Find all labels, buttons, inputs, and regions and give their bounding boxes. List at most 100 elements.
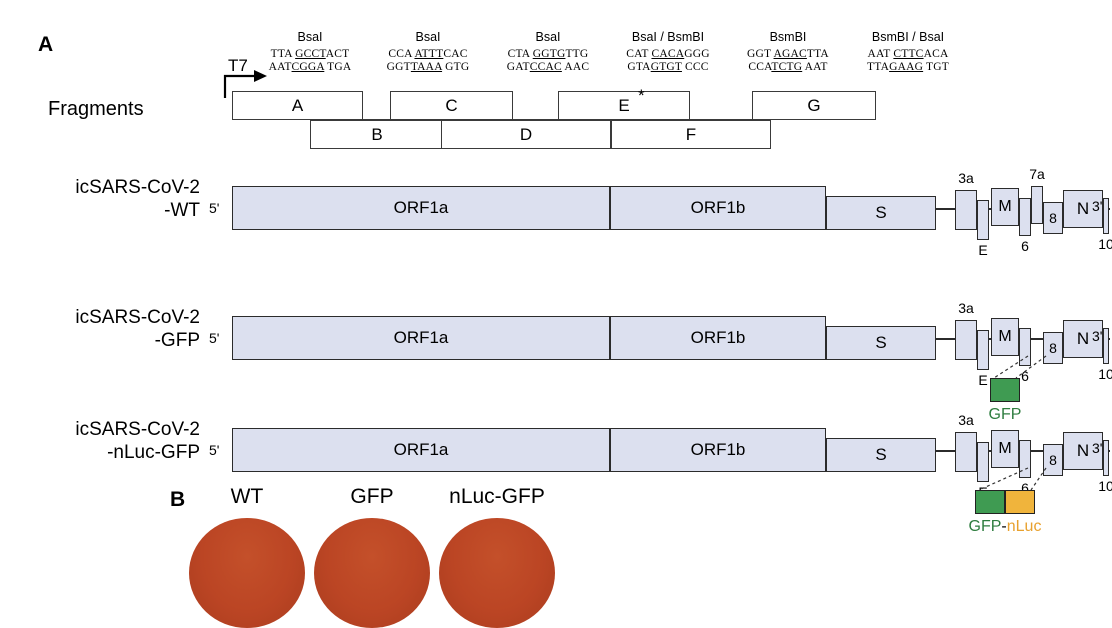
insert-caption-gfp: GFP [988, 406, 1022, 423]
orf-label-orf6: 6 [1021, 480, 1029, 496]
orf-box-orf6 [1019, 198, 1031, 236]
enzyme-label: BsaI [415, 30, 441, 44]
panel-a-label: A [38, 33, 54, 56]
sequence-top-strand: CTA GGTGTTG [507, 48, 589, 60]
orf-label-n: N [1076, 199, 1090, 218]
orf-box-orf1b [610, 316, 826, 360]
enzyme-label: BsmBI / BsaI [871, 30, 945, 44]
insert-leader-lines [978, 467, 1047, 491]
sequence-top-strand: TTA GCCTACT [270, 48, 350, 60]
five-prime-label: 5' [209, 200, 220, 216]
orf-box-n [1063, 432, 1103, 470]
fragment-box-f: F [611, 120, 771, 149]
orf-label-m: M [998, 328, 1012, 345]
sequence-bottom-strand: TTAGAAG TGT [867, 60, 949, 73]
genome-label-nluc-gfp: icSARS-CoV-2-nLuc-GFP [10, 418, 200, 464]
genome-label-gfp: icSARS-CoV-2-GFP [10, 306, 200, 352]
insert-box-nluc [1005, 490, 1035, 514]
orf-label-s: S [875, 333, 887, 352]
fragment-label: D [519, 124, 533, 144]
three-prime-label: 3' [1092, 328, 1103, 344]
orf-label-orf6: 6 [1021, 368, 1029, 384]
orf-box-e [977, 200, 989, 240]
orf-box-e [977, 330, 989, 370]
orf-label-n: N [1076, 441, 1090, 460]
orf-label-orf8: 8 [1049, 340, 1057, 356]
orf-label-e: E [978, 372, 988, 388]
fragment-label: A [291, 95, 304, 115]
orf-label-orf1b: ORF1b [690, 440, 746, 459]
fragment-box-g: G [752, 91, 876, 120]
enzyme-label: BsaI [297, 30, 323, 44]
orf-label-s: S [875, 203, 887, 222]
orf-box-orf8 [1043, 202, 1063, 234]
orf-label-s: S [875, 445, 887, 464]
genome-label-wt: icSARS-CoV-2-WT [10, 176, 200, 222]
sequence-bottom-strand: AATCGGA TGA [268, 60, 352, 73]
enzyme-label: BsaI [535, 30, 561, 44]
enzyme-label: BsaI / BsmBI [631, 30, 705, 44]
fragments-title: Fragments [48, 98, 144, 120]
orf-box-m [991, 318, 1019, 356]
culture-plate [439, 518, 555, 628]
genome-label-line1: icSARS-CoV-2 [75, 177, 200, 198]
orf-box-e [977, 442, 989, 482]
culture-plate [189, 518, 305, 628]
insert-caption: GFP [945, 406, 1065, 424]
orf-label-orf6: 6 [1021, 238, 1029, 254]
orf-label-orf10: 10 [1098, 236, 1112, 252]
insert-caption: GFP-nLuc [945, 518, 1065, 536]
orf-box-orf7a [1031, 186, 1043, 224]
fragment-label: C [445, 95, 458, 115]
orf-box-orf1b [610, 428, 826, 472]
fragment-box-a: A [232, 91, 363, 120]
orf-label-orf10: 10 [1098, 366, 1112, 382]
t7-label: T7 [228, 56, 248, 75]
orf-label-n: N [1076, 329, 1090, 348]
insert-leader-lines [993, 355, 1047, 379]
three-prime-label: 3' [1092, 198, 1103, 214]
sequence-top-strand: GGT AGACTTA [747, 48, 829, 60]
fragment-box-d: D [441, 120, 611, 149]
orf-box-s [826, 438, 936, 472]
sequence-bottom-strand: CCATCTG AAT [748, 60, 828, 73]
plate-label-wt: WT [230, 485, 264, 508]
orf-label-orf10: 10 [1098, 478, 1112, 494]
insert-box-gfp [975, 490, 1005, 514]
sequence-bottom-strand: GATCCAC AAC [506, 60, 590, 73]
orf-label-orf1a: ORF1a [393, 328, 449, 347]
sequence-top-strand: CAT CACAGGG [626, 48, 710, 60]
orf-label-orf1a: ORF1a [393, 198, 449, 217]
five-prime-label: 5' [209, 330, 220, 346]
t7-promoter-icon [222, 58, 282, 100]
fragment-label: F [685, 124, 697, 144]
fragment-box-b: B [310, 120, 444, 149]
orf-label-m: M [998, 198, 1012, 215]
genome-label-line2: -GFP [154, 330, 200, 351]
orf-box-orf8 [1043, 444, 1063, 476]
three-prime-label: 3' [1092, 440, 1103, 456]
orf-label-m: M [998, 440, 1012, 457]
orf-label-orf1b: ORF1b [690, 198, 746, 217]
orf-label-orf1b: ORF1b [690, 328, 746, 347]
orf-box-orf10 [1103, 440, 1109, 476]
genome-label-line1: icSARS-CoV-2 [75, 419, 200, 440]
culture-plate [314, 518, 430, 628]
genome-label-line1: icSARS-CoV-2 [75, 307, 200, 328]
orf-box-orf3a [955, 432, 977, 472]
insert-box-gfp [990, 378, 1020, 402]
orf-box-orf1b [610, 186, 826, 230]
orf-label-orf7a: 7a [1029, 166, 1045, 182]
orf-box-m [991, 430, 1019, 468]
fragment-label: G [807, 95, 821, 115]
enzyme-label: BsmBI [769, 30, 807, 44]
orf-box-s [826, 326, 936, 360]
fragment-box-e: E [558, 91, 690, 120]
orf-label-orf1a: ORF1a [393, 440, 449, 459]
plate-label-gfp: GFP [350, 485, 394, 508]
sequence-top-strand: CCA ATTTCAC [388, 48, 468, 60]
orf-label-orf8: 8 [1049, 452, 1057, 468]
